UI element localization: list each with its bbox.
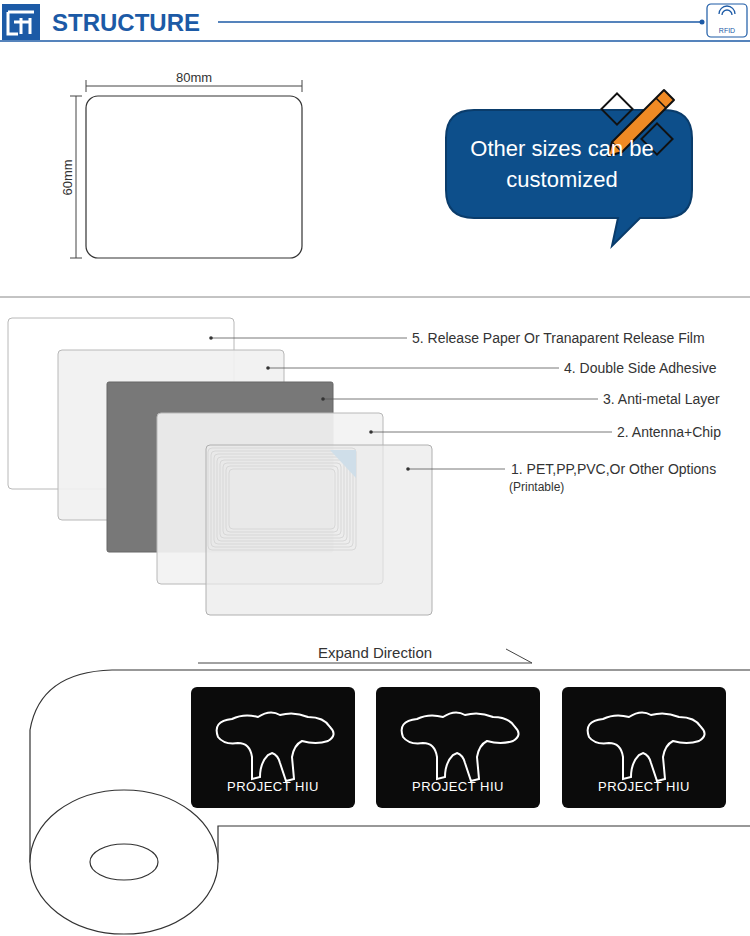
- dimension-label: 60mm: [60, 159, 75, 195]
- shark-logo: [569, 697, 719, 787]
- speech-bubble: [446, 110, 692, 246]
- dimension-line: [76, 96, 77, 258]
- callout-text: Other sizes can be customized: [467, 133, 657, 195]
- layer-label: 5. Release Paper Or Tranaparent Release …: [412, 330, 705, 346]
- section-divider: [0, 297, 750, 298]
- leader-dots: [209, 336, 410, 471]
- layer-label: 4. Double Side Adhesive: [564, 360, 717, 376]
- dimension-tick: [70, 258, 82, 259]
- layer-label: 1. PET,PP,PVC,Or Other Options: [511, 461, 716, 477]
- label-roll: [30, 670, 750, 934]
- dimension-tick: [70, 96, 82, 97]
- tag-text: PROJECT HIU: [227, 779, 319, 794]
- callout-bubble: Other sizes can be customized: [452, 114, 686, 214]
- printed-tag: PROJECT HIU: [376, 687, 540, 808]
- printed-tag: PROJECT HIU: [562, 687, 726, 808]
- page-title: STRUCTURE: [52, 9, 200, 37]
- printed-tag: PROJECT HIU: [191, 687, 355, 808]
- tag-text: PROJECT HIU: [598, 779, 690, 794]
- dimension-tick: [86, 80, 87, 92]
- dimension-tick: [302, 80, 303, 92]
- tag-text: PROJECT HIU: [412, 779, 504, 794]
- direction-label: Expand Direction: [318, 644, 432, 661]
- layer-label: 3. Anti-metal Layer: [603, 391, 720, 407]
- header-underline: [0, 40, 750, 42]
- header-dot: [700, 20, 705, 25]
- layer-note: (Printable): [509, 480, 564, 494]
- header-rule: [218, 21, 702, 23]
- shark-logo: [383, 697, 533, 787]
- logo-mark: [2, 4, 40, 40]
- dimension-line: [86, 86, 302, 87]
- logo-glyph: [8, 12, 34, 34]
- layer-label: 2. Antenna+Chip: [617, 424, 721, 440]
- dimension-label: 80mm: [176, 70, 212, 85]
- shark-logo: [198, 697, 348, 787]
- face-sheet: [206, 445, 432, 615]
- rfid-icon: [707, 4, 747, 37]
- leader-lines: [211, 338, 612, 469]
- icon-text: RFID: [719, 27, 735, 34]
- rfid-waves: [719, 6, 735, 15]
- tag-outline: [86, 96, 302, 258]
